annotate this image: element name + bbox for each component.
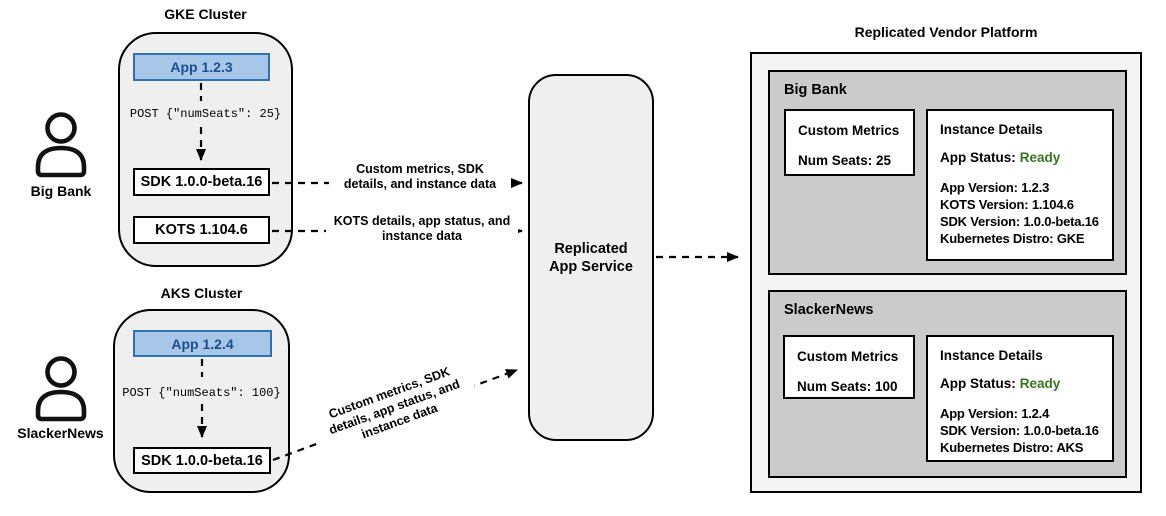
- app-status-value: Ready: [1019, 376, 1061, 391]
- customer-name: SlackerNews: [784, 302, 874, 318]
- aks-post-request-text: POST {"numSeats": 100}: [122, 386, 281, 400]
- custom-metrics-card: Custom Metrics Num Seats: 100: [783, 335, 915, 399]
- app-status-value: Ready: [1019, 150, 1061, 165]
- custom-metrics-card: Custom Metrics Num Seats: 25: [784, 109, 915, 176]
- detail-line: Kubernetes Distro: AKS: [940, 440, 1084, 455]
- app-status-row: App Status:Ready: [940, 150, 1112, 165]
- gke-cluster-title: GKE Cluster: [164, 6, 247, 22]
- user-icon: [35, 112, 87, 178]
- custom-metric-value: Num Seats: 25: [798, 153, 892, 168]
- vendor-platform-title: Replicated Vendor Platform: [854, 24, 1038, 40]
- instance-details-title: Instance Details: [940, 348, 1043, 363]
- custom-metrics-title: Custom Metrics: [797, 349, 899, 364]
- instance-details-card: Instance Details App Status:Ready App Ve…: [926, 109, 1114, 261]
- instance-details-title: Instance Details: [940, 122, 1043, 137]
- detail-line: App Version: 1.2.3: [940, 180, 1050, 195]
- aks-sdk-node: SDK 1.0.0-beta.16: [133, 447, 271, 474]
- detail-line: SDK Version: 1.0.0-beta.16: [940, 423, 1099, 438]
- instance-details-card: Instance Details App Status:Ready App Ve…: [926, 335, 1114, 462]
- detail-line: Kubernetes Distro: GKE: [940, 231, 1085, 246]
- gke-sdk-node: SDK 1.0.0-beta.16: [133, 168, 270, 196]
- gke-kots-node: KOTS 1.104.6: [133, 216, 270, 244]
- detail-line: App Version: 1.2.4: [940, 406, 1050, 421]
- connector-label-aks-sdk: Custom metrics, SDK details, app status,…: [309, 357, 480, 458]
- connector-label-gke-kots: KOTS details, app status, and instance d…: [326, 213, 518, 245]
- connector-label-line: details, and instance data: [343, 176, 497, 191]
- customer-card-big-bank: Big Bank Custom Metrics Num Seats: 25 In…: [768, 70, 1127, 275]
- custom-metric-value: Num Seats: 100: [797, 379, 898, 394]
- aks-app-node: App 1.2.4: [133, 330, 272, 357]
- actor-slackernews-label: SlackerNews: [17, 425, 104, 441]
- app-status-label: App Status:: [940, 150, 1016, 165]
- instance-detail-lines: App Version: 1.2.3 KOTS Version: 1.104.6…: [940, 179, 1112, 247]
- actor-big-bank-label: Big Bank: [30, 183, 92, 199]
- customer-name: Big Bank: [784, 82, 847, 98]
- connector-label-gke-sdk: Custom metrics, SDK details, and instanc…: [329, 161, 511, 193]
- replicated-app-service-box: Replicated App Service: [528, 74, 654, 441]
- replicated-app-service-label: Replicated App Service: [549, 240, 633, 275]
- gke-app-node: App 1.2.3: [133, 53, 270, 81]
- gke-post-request-text: POST {"numSeats": 25}: [129, 107, 282, 121]
- app-status-row: App Status:Ready: [940, 376, 1112, 391]
- aks-cluster-title: AKS Cluster: [160, 285, 243, 301]
- connector-label-line: KOTS details, app status, and: [333, 214, 511, 228]
- connector-label-line: instance data: [382, 228, 462, 243]
- detail-line: SDK Version: 1.0.0-beta.16: [940, 214, 1099, 229]
- detail-line: KOTS Version: 1.104.6: [940, 197, 1074, 212]
- instance-detail-lines: App Version: 1.2.4 SDK Version: 1.0.0-be…: [940, 405, 1112, 456]
- connector-label-line: Custom metrics, SDK: [356, 162, 484, 176]
- vendor-platform-box: Big Bank Custom Metrics Num Seats: 25 In…: [750, 52, 1142, 493]
- app-status-label: App Status:: [940, 376, 1016, 391]
- customer-card-slackernews: SlackerNews Custom Metrics Num Seats: 10…: [768, 290, 1127, 478]
- custom-metrics-title: Custom Metrics: [798, 123, 900, 138]
- user-icon: [35, 356, 87, 422]
